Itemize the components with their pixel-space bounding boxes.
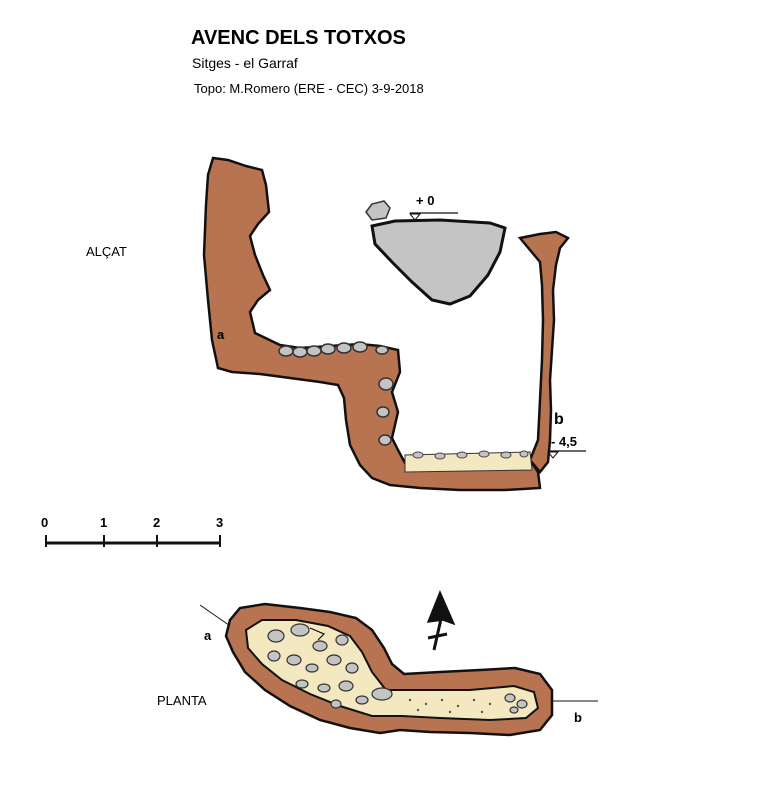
level-marker-top: + 0 — [408, 193, 458, 221]
scale-bar: 0 1 2 3 — [41, 515, 223, 547]
pit-edge-mark — [309, 627, 326, 641]
scale-tick-3: 3 — [216, 515, 223, 530]
survey-subtitle: Sitges - el Garraf — [192, 55, 298, 71]
plan-point-b: b — [574, 710, 582, 725]
plan-point-a: a — [204, 628, 212, 643]
section-view: ALÇAT — [86, 156, 586, 492]
section-point-b: b — [554, 411, 564, 428]
entrance-boulder — [370, 218, 507, 306]
section-label: ALÇAT — [86, 244, 127, 259]
section-rock-right — [517, 230, 570, 474]
scale-tick-2: 2 — [153, 515, 160, 530]
plan-sediment-dots — [408, 698, 492, 714]
scale-tick-1: 1 — [100, 515, 107, 530]
scale-tick-0: 0 — [41, 515, 48, 530]
plan-label: PLANTA — [157, 693, 207, 708]
survey-title: AVENC DELS TOTXOS — [191, 27, 406, 49]
small-rock — [365, 200, 391, 221]
survey-credit: Topo: M.Romero (ERE - CEC) 3-9-2018 — [194, 81, 424, 96]
plan-view: PLANTA — [157, 590, 598, 737]
level-marker-bottom: - 4,5 — [546, 434, 586, 459]
section-floor-sediment — [404, 451, 533, 473]
section-point-a: a — [217, 327, 225, 342]
floor-pebbles — [412, 450, 529, 460]
north-arrow-icon — [426, 590, 456, 651]
plan-boulders — [267, 623, 528, 714]
ledge-blocks — [278, 341, 394, 446]
level-bottom-label: - 4,5 — [551, 434, 577, 449]
level-top-label: + 0 — [416, 193, 434, 208]
